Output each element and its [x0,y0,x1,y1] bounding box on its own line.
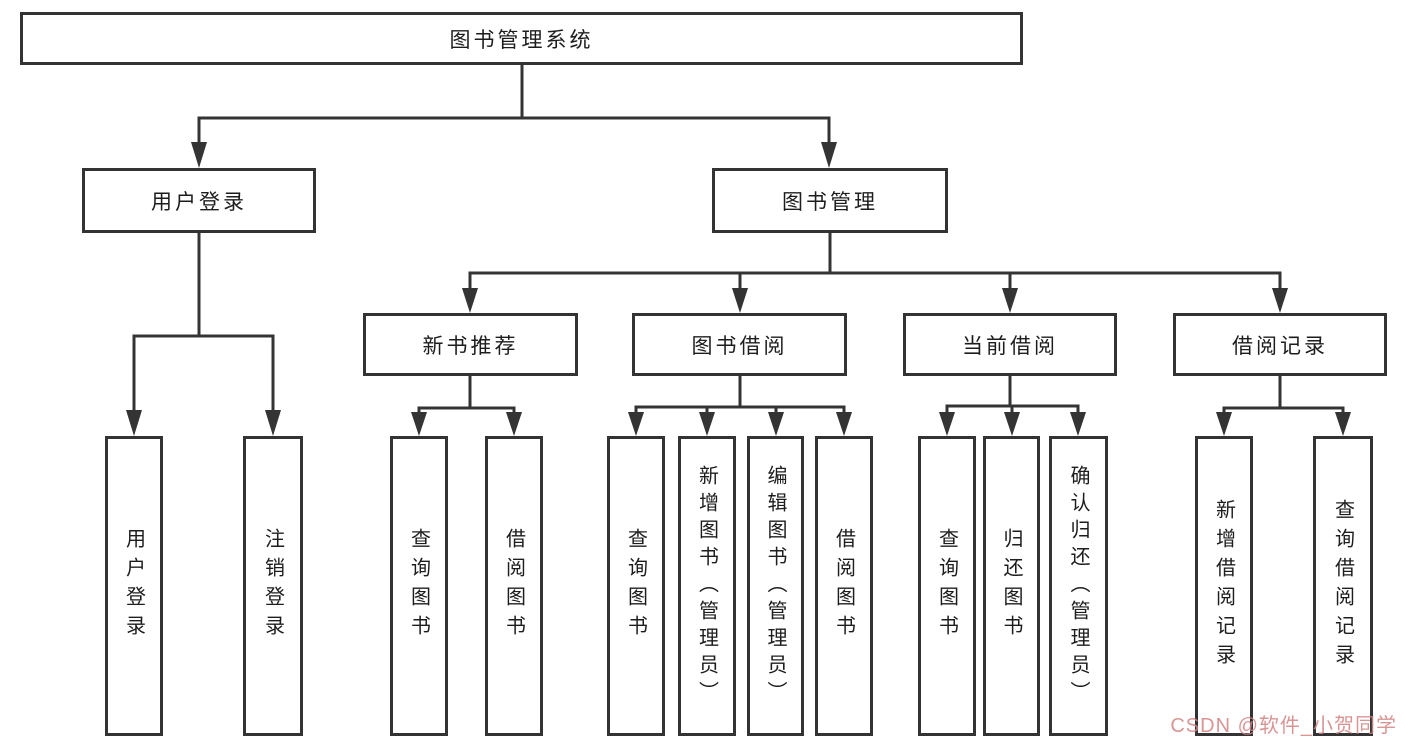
arrowhead-icon [1216,412,1232,436]
arrowhead-icon [1002,288,1018,313]
node-label: 图书管理 [782,190,878,214]
leaf-query-books-recommend: 查询图书 [390,436,448,736]
arrowhead-icon [265,410,281,436]
node-label: 用户登录 [122,528,145,644]
node-label: 当前借阅 [962,334,1058,358]
node-label: 查询图书 [624,528,647,644]
leaf-borrow-books: 借阅图书 [815,436,873,736]
node-label: 新书推荐 [422,334,519,358]
node-label: 借阅图书 [832,528,855,644]
node-label: 归还图书 [1000,528,1022,644]
leaf-add-books-admin: 新增图书（管理员） [678,436,736,736]
arrowhead-icon [191,142,207,168]
arrowhead-icon [506,412,522,436]
node-user-login: 用户登录 [82,168,316,233]
node-label: 借阅记录 [1232,334,1328,358]
arrowhead-icon [411,412,427,436]
arrowhead-icon [699,412,715,436]
arrowhead-icon [1272,288,1288,313]
node-label: 借阅图书 [502,528,525,644]
node-label: 注销登录 [261,528,284,644]
arrowhead-icon [768,412,784,436]
node-book-borrowing: 图书借阅 [632,313,847,376]
node-label: 编辑图书（管理员） [764,464,786,708]
arrowhead-icon [836,412,852,436]
leaf-edit-books-admin: 编辑图书（管理员） [747,436,804,736]
arrowhead-icon [126,410,142,436]
node-book-management: 图书管理 [712,168,948,233]
node-new-book-recommend: 新书推荐 [363,313,578,376]
node-root: 图书管理系统 [20,12,1023,65]
arrowhead-icon [462,288,478,313]
leaf-user-login: 用户登录 [105,436,163,736]
leaf-add-borrow-record: 新增借阅记录 [1195,436,1253,736]
leaf-borrow-books-recommend: 借阅图书 [485,436,543,736]
arrowhead-icon [939,412,955,436]
node-label: 用户登录 [151,190,247,214]
arrowhead-icon [1004,412,1020,436]
node-label: 查询图书 [935,528,958,644]
leaf-query-borrow-record: 查询借阅记录 [1313,436,1373,736]
leaf-query-books-current: 查询图书 [918,436,976,736]
node-label: 新增图书（管理员） [695,464,718,708]
node-current-borrowing: 当前借阅 [903,313,1117,376]
node-label: 查询借阅记录 [1331,499,1354,673]
arrowhead-icon [732,288,748,313]
leaf-logout: 注销登录 [243,436,303,736]
leaf-confirm-return-admin: 确认归还（管理员） [1049,436,1108,736]
node-label: 新增借阅记录 [1212,499,1235,673]
node-label: 图书管理系统 [449,28,594,52]
watermark: CSDN @软件_小贺同学 [1170,715,1397,737]
leaf-query-books-borrowing: 查询图书 [607,436,665,736]
leaf-return-books: 归还图书 [983,436,1040,736]
node-label: 图书借阅 [691,334,788,358]
arrowhead-icon [628,412,644,436]
node-label: 确认归还（管理员） [1067,464,1089,708]
arrowhead-icon [821,142,837,168]
arrowhead-icon [1070,412,1086,436]
node-label: 查询图书 [407,528,430,644]
node-borrowing-records: 借阅记录 [1173,313,1387,376]
arrowhead-icon [1335,412,1351,436]
